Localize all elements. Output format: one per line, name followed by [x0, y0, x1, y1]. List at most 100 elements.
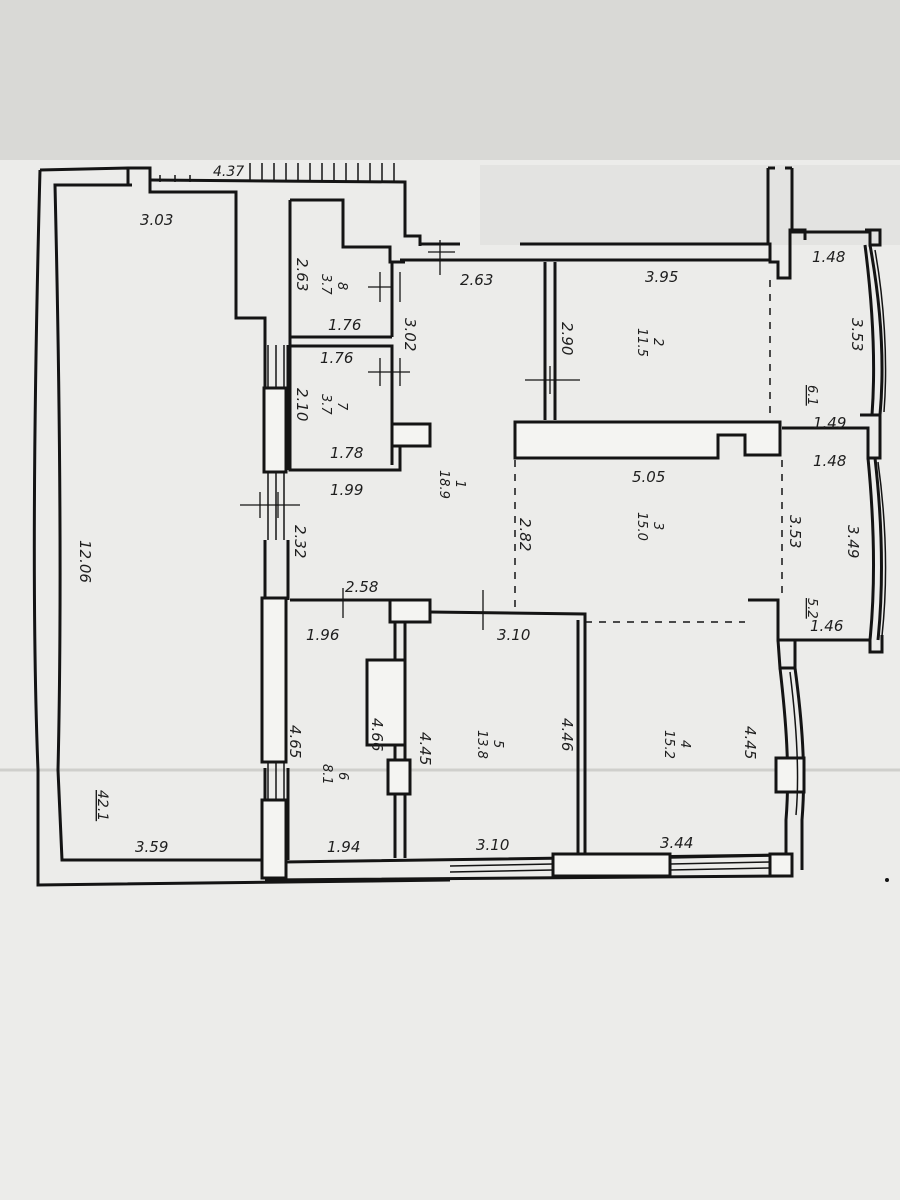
window-left-2 [267, 762, 285, 800]
room-2-left-wall [543, 262, 557, 420]
room-3-label: 3 15.0 [634, 512, 665, 541]
dim-210: 2.10 [293, 388, 311, 421]
ventilation-shaft [365, 658, 407, 747]
dim-466: 4.66 [368, 718, 386, 751]
dim-176-a: 1.76 [328, 316, 361, 334]
svg-text:8: 8 [334, 282, 349, 290]
dim-146: 1.46 [810, 617, 843, 635]
top-hatch [159, 163, 395, 182]
svg-text:7: 7 [334, 402, 349, 411]
zone-lines [514, 280, 783, 623]
right-column-top [766, 200, 807, 280]
dim-149: 1.49 [813, 414, 846, 432]
dim-395: 3.95 [645, 268, 678, 286]
room-7-label: 7 3.7 [318, 394, 349, 415]
dim-263-closet: 2.63 [293, 258, 311, 291]
dim-148-mid: 1.48 [813, 452, 846, 470]
svg-text:1: 1 [452, 480, 467, 488]
background-top [0, 0, 900, 175]
room-2-label: 2 11.5 [634, 328, 665, 357]
room-1-label: 1 18.9 [436, 470, 467, 499]
column-2 [388, 598, 432, 624]
dim-148-top: 1.48 [812, 248, 845, 266]
room-6-label: 6 8.1 [319, 764, 350, 785]
room-8-label: 8 3.7 [318, 274, 349, 295]
closets-left-wall [288, 200, 402, 472]
dim-445-a: 4.45 [416, 732, 434, 765]
dim-282: 2.82 [516, 518, 534, 551]
svg-text:3.7: 3.7 [318, 274, 333, 295]
window-bottom-1 [449, 857, 554, 873]
svg-text:15.2: 15.2 [661, 730, 676, 759]
dim-263-corridor: 2.63 [460, 271, 493, 289]
dim-349: 3.49 [844, 525, 862, 558]
svg-text:15.0: 15.0 [634, 512, 649, 541]
svg-text:4: 4 [677, 740, 692, 748]
dim-359: 3.59 [135, 838, 168, 856]
paper-sheet [0, 160, 900, 1200]
room-4-right-wall [778, 667, 790, 870]
balcony-1-outer [868, 244, 884, 416]
terrace-area: 42.1 [94, 790, 110, 821]
window-left-1 [267, 472, 285, 540]
terrace-top-wall [128, 166, 267, 345]
window-left-3 [267, 345, 285, 388]
dim-178: 1.78 [330, 444, 363, 462]
svg-text:8.1: 8.1 [319, 764, 334, 785]
svg-text:6: 6 [335, 772, 350, 780]
dot-mark [885, 878, 889, 882]
wall-block-2 [260, 596, 288, 764]
windows [159, 163, 887, 873]
svg-text:3.7: 3.7 [318, 394, 333, 415]
dim-194: 1.94 [327, 838, 360, 856]
wall-block-4 [260, 798, 288, 880]
balcony-2-bottom [795, 635, 884, 654]
column-3 [386, 758, 412, 796]
dim-199: 1.99 [330, 481, 363, 499]
dim-465: 4.65 [286, 725, 304, 758]
labels: 4.37 3.03 2.63 3.95 1.48 1.76 1.76 1.78 … [76, 164, 866, 856]
window-balcony-2 [877, 461, 887, 637]
dim-445-b: 4.45 [741, 726, 759, 759]
walls [32, 166, 884, 887]
room-5-label: 5 13.8 [474, 730, 505, 759]
svg-text:18.9: 18.9 [436, 470, 451, 499]
balcony-divider [782, 413, 882, 460]
dim-505: 5.05 [632, 468, 665, 486]
dim-196: 1.96 [306, 626, 339, 644]
svg-text:11.5: 11.5 [634, 328, 649, 357]
balcony-1-top [790, 228, 882, 247]
terrace-outer-wall [32, 169, 451, 887]
terrace-inner-wall [39, 166, 265, 862]
dim-303: 3.03 [140, 211, 173, 229]
balcony-1-area: 6.1 [804, 385, 819, 406]
wall-block-3 [551, 852, 672, 878]
dim-353-b: 3.53 [786, 515, 804, 548]
wall-block-1 [262, 386, 288, 474]
dim-310-a: 3.10 [497, 626, 530, 644]
svg-text:3: 3 [650, 522, 665, 530]
balcony-2-area: 5.2 [804, 598, 819, 619]
window-room-4 [789, 671, 799, 816]
svg-text:2: 2 [650, 338, 665, 346]
window-bottom-2 [669, 855, 771, 871]
wall-blocks [260, 386, 806, 880]
dim-258: 2.58 [345, 578, 378, 596]
corner-block [768, 852, 794, 878]
room-5-walls [429, 610, 587, 858]
dim-176-b: 1.76 [320, 349, 353, 367]
balcony-2-outer [873, 457, 884, 641]
dim-290: 2.90 [558, 322, 576, 355]
dim-446: 4.46 [558, 718, 576, 751]
top-partial-label: 4.37 [213, 164, 244, 180]
dim-353-a: 3.53 [848, 318, 866, 351]
window-balcony-1 [874, 249, 887, 413]
svg-text:13.8: 13.8 [474, 730, 489, 759]
dimension-ticks [240, 240, 580, 630]
central-bearing-wall [513, 420, 782, 460]
dim-232: 2.32 [291, 525, 309, 558]
svg-text:5: 5 [490, 740, 505, 748]
top-wall [149, 178, 422, 246]
